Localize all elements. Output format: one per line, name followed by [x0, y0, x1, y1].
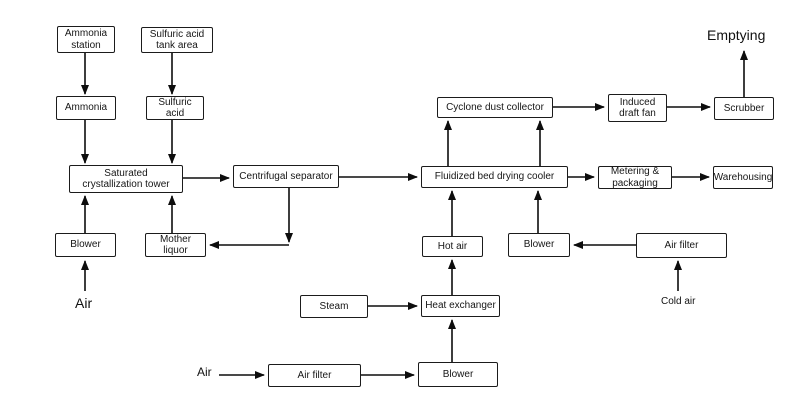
node-label: Ammonia: [64, 102, 108, 114]
node-label: Mother liquor: [159, 233, 192, 256]
node-label: Heat exchanger: [425, 300, 496, 312]
node-label: Blower: [523, 239, 555, 251]
node-air-filter-right: Air filter: [636, 233, 727, 258]
node-label: Air filter: [664, 239, 699, 251]
node-label: Saturated crystallization tower: [82, 167, 170, 190]
node-label: Sulfuric acid: [158, 96, 192, 119]
node-fluidized-bed-drying-cooler: Fluidized bed drying cooler: [421, 166, 568, 188]
node-air-filter-bottom: Air filter: [268, 364, 361, 387]
node-metering-packaging: Metering & packaging: [598, 166, 672, 189]
node-heat-exchanger: Heat exchanger: [421, 295, 500, 317]
node-label: Metering & packaging: [610, 166, 660, 189]
node-saturated-crystallization-tower: Saturated crystallization tower: [69, 165, 183, 193]
node-label: Induced draft fan: [619, 96, 656, 119]
node-label: Blower: [70, 239, 101, 251]
label-air-left: Air: [75, 295, 93, 311]
node-label: Warehousing: [713, 171, 773, 183]
node-blower-left: Blower: [55, 233, 116, 257]
node-blower-mid: Blower: [508, 233, 570, 257]
node-scrubber: Scrubber: [714, 97, 774, 120]
node-label: Sulfuric acid tank area: [149, 28, 205, 51]
node-label: Cyclone dust collector: [446, 101, 544, 113]
node-label: Centrifugal separator: [239, 170, 333, 182]
node-label: Air filter: [297, 369, 332, 381]
node-centrifugal-separator: Centrifugal separator: [233, 165, 339, 188]
node-cyclone-dust-collector: Cyclone dust collector: [437, 97, 553, 118]
node-blower-bottom: Blower: [418, 362, 498, 387]
node-sulfuric-acid: Sulfuric acid: [146, 96, 204, 120]
node-warehousing: Warehousing: [713, 166, 773, 189]
label-emptying: Emptying: [707, 27, 766, 43]
label-cold-air: Cold air: [661, 296, 696, 307]
node-label: Hot air: [437, 240, 468, 252]
node-ammonia-station: Ammonia station: [57, 26, 115, 53]
node-label: Ammonia station: [64, 28, 108, 51]
node-steam: Steam: [300, 295, 368, 318]
label-air-bottom: Air: [197, 365, 212, 379]
node-label: Scrubber: [723, 102, 765, 114]
node-mother-liquor: Mother liquor: [145, 233, 206, 257]
node-label: Blower: [442, 368, 474, 380]
node-label: Steam: [319, 300, 349, 312]
node-label: Fluidized bed drying cooler: [434, 171, 555, 183]
node-sulfuric-acid-tank-area: Sulfuric acid tank area: [141, 27, 213, 53]
node-induced-draft-fan: Induced draft fan: [608, 94, 667, 122]
node-hot-air: Hot air: [422, 236, 483, 257]
node-ammonia: Ammonia: [56, 96, 116, 120]
